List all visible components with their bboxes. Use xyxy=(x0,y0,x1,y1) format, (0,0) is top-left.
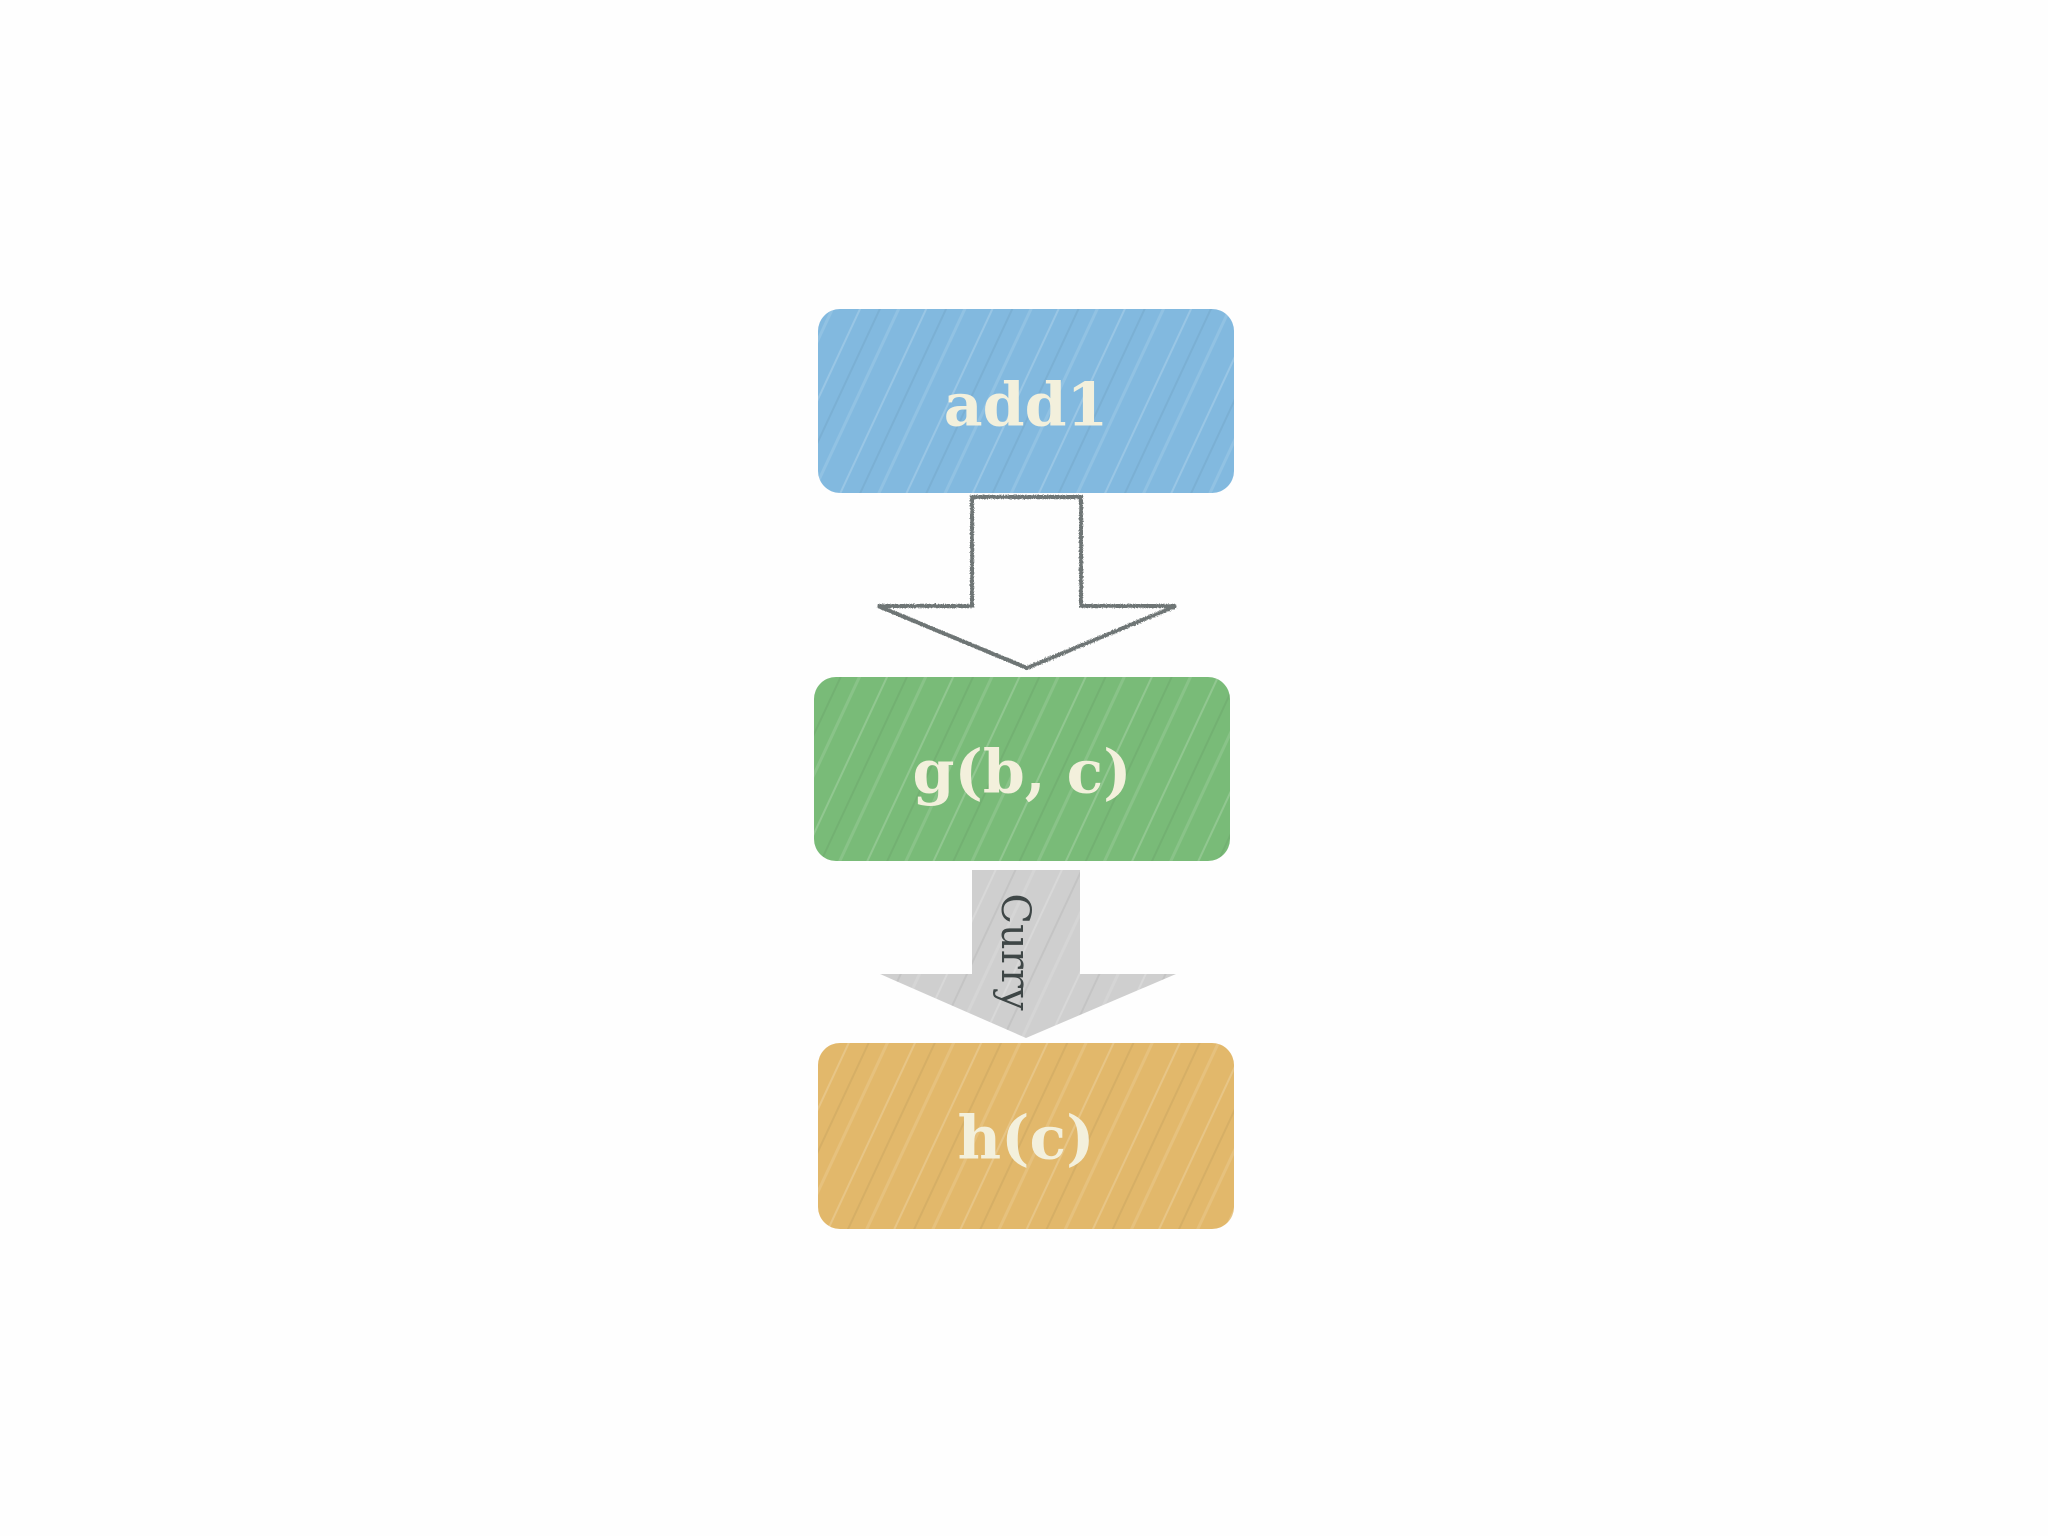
arrow-curry-label: Curry xyxy=(992,893,1038,1011)
arrow-add1-to-g xyxy=(877,495,1177,671)
arrow-outline-shape xyxy=(877,495,1177,671)
node-h: h(c) xyxy=(818,1043,1234,1229)
arrow-g-to-h: Curry xyxy=(880,870,1176,1038)
node-g-texture xyxy=(814,677,1230,861)
node-g-label: g(b, c) xyxy=(913,738,1132,808)
node-add1-texture xyxy=(818,309,1234,493)
node-h-label: h(c) xyxy=(958,1104,1095,1174)
node-add1-label: add1 xyxy=(944,371,1109,441)
node-g: g(b, c) xyxy=(814,677,1230,861)
arrow-filled-texture xyxy=(880,870,1176,1038)
node-add1: add1 xyxy=(818,309,1234,493)
node-h-texture xyxy=(818,1043,1234,1229)
